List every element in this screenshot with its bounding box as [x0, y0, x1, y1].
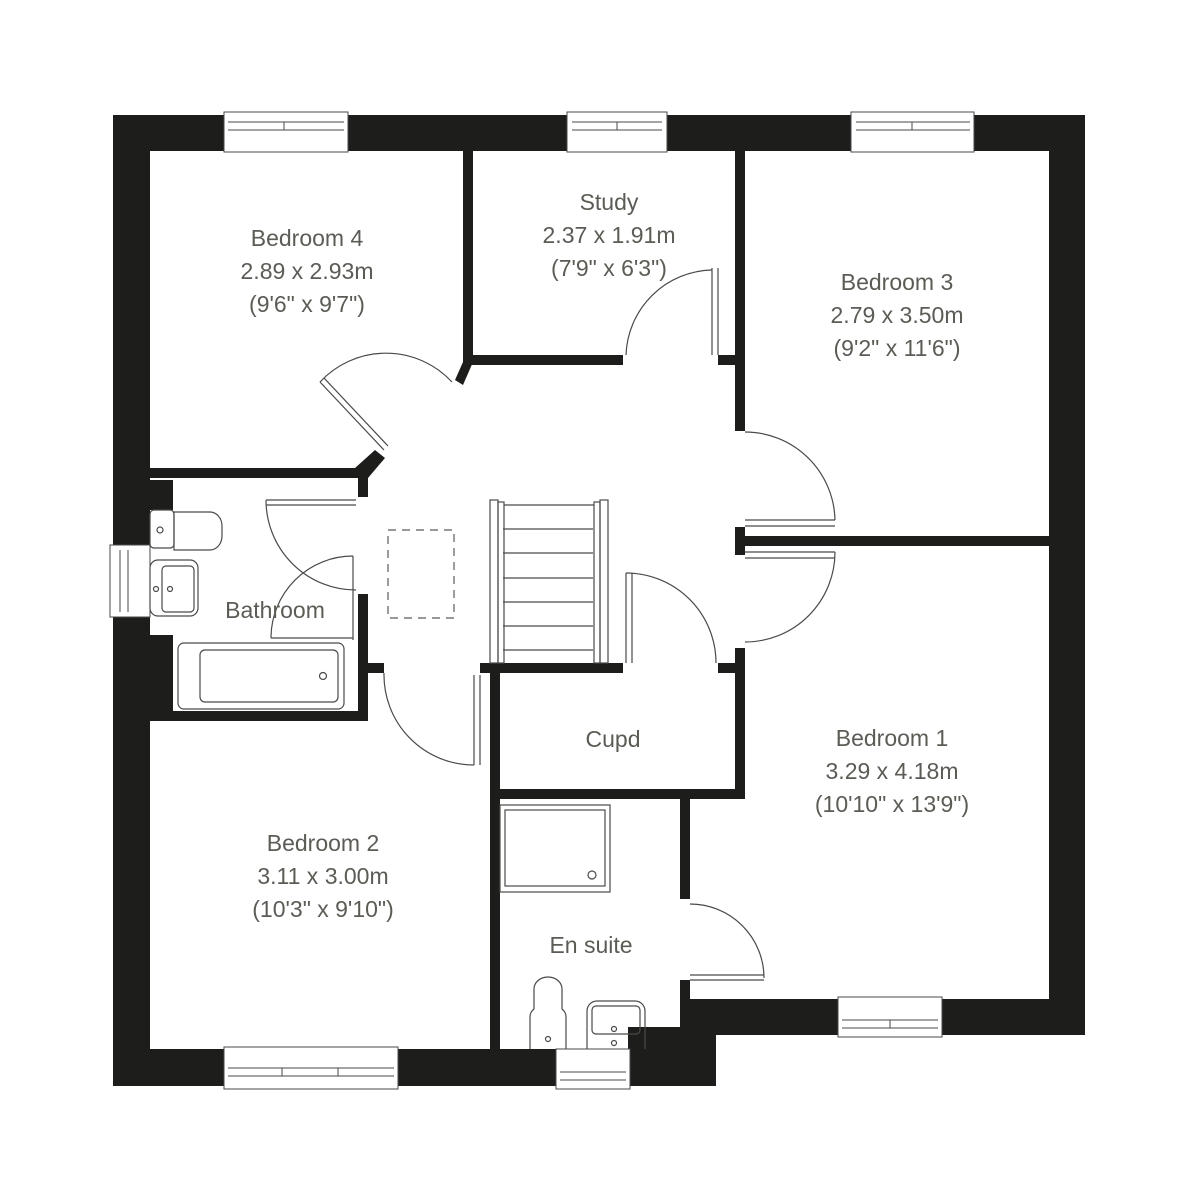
wall-step-b [680, 980, 690, 1030]
room-name: Study [579, 189, 639, 215]
room-name: Bedroom 3 [840, 269, 954, 295]
ensuite-fixtures [499, 804, 646, 1049]
basin-icon [586, 1000, 646, 1049]
room-imperial: (9'2" x 11'6") [833, 335, 961, 361]
outer-wall-left-bath-nib [113, 480, 173, 510]
room-label-bathroom: Bathroom [225, 594, 325, 627]
window-icon [850, 111, 975, 153]
wall-step-a [658, 1027, 688, 1047]
wall-cupd-right [735, 648, 745, 799]
wall-study-bottom [473, 355, 623, 365]
stairs-icon [489, 499, 609, 664]
wall-bed3-door-nib [735, 527, 745, 555]
window-icon [223, 1046, 399, 1090]
wall-bed4-study [463, 151, 473, 365]
room-name: Bedroom 4 [250, 225, 364, 251]
door-swing-icon[interactable] [689, 903, 765, 981]
shower-tray-icon [499, 804, 611, 893]
room-metric: 2.37 x 1.91m [542, 222, 676, 248]
wall-bath-nib [368, 663, 384, 673]
loft-hatch-icon [387, 529, 455, 619]
room-name: Cupd [585, 726, 641, 752]
door-swing-icon[interactable] [383, 672, 481, 766]
wall-bed4-bottom [150, 468, 362, 478]
window-icon [109, 544, 151, 618]
toilet-icon [149, 509, 223, 551]
windows [109, 111, 975, 1090]
room-metric: 3.11 x 3.00m [257, 863, 389, 889]
toilet-icon [529, 976, 567, 1049]
bath-icon [177, 642, 345, 710]
room-imperial: (9'6" x 9'7") [249, 291, 365, 317]
door-swing-icon[interactable] [625, 572, 717, 664]
wall-bed3-bottom [745, 536, 1049, 546]
room-metric: 2.89 x 2.93m [240, 258, 374, 284]
outer-wall-left-upper [113, 115, 150, 548]
door-swing-icon[interactable] [270, 555, 354, 640]
wall-ensuite-right [680, 799, 690, 899]
door-swing-icon[interactable] [744, 551, 836, 643]
room-name: En suite [549, 932, 633, 958]
wall-cupd-nib [718, 663, 735, 673]
room-metric: 2.79 x 3.50m [830, 302, 964, 328]
door-swing-icon[interactable] [744, 431, 836, 527]
wall-study-nib [718, 355, 735, 365]
wall-bath-bottom [150, 711, 368, 721]
wall-bath-right [358, 594, 368, 721]
door-swing-icon[interactable] [625, 268, 719, 356]
room-imperial: (10'10" x 13'9") [814, 791, 970, 817]
door-swing-icon[interactable] [265, 499, 357, 591]
doors [265, 268, 836, 981]
room-imperial: (7'9" x 6'3") [551, 255, 667, 281]
outer-wall-right [1049, 115, 1085, 1035]
room-label-study: Study 2.37 x 1.91m (7'9" x 6'3") [543, 186, 676, 285]
room-metric: 3.29 x 4.18m [825, 758, 959, 784]
basin-icon [149, 559, 199, 617]
room-label-bedroom-4: Bedroom 4 2.89 x 2.93m (9'6" x 9'7") [241, 222, 374, 321]
room-name: Bathroom [225, 597, 325, 623]
room-name: Bedroom 2 [266, 830, 380, 856]
door-swing-icon[interactable] [319, 352, 453, 451]
room-name: Bedroom 1 [835, 725, 949, 751]
wall-cupd-left [490, 663, 500, 1049]
room-imperial: (10'3" x 9'10") [252, 896, 394, 922]
window-icon [566, 111, 668, 153]
wall-cupd-bottom [490, 789, 745, 799]
room-label-cupd: Cupd [586, 723, 641, 756]
room-label-bedroom-2: Bedroom 2 3.11 x 3.00m (10'3" x 9'10") [252, 827, 393, 926]
wall-stairs-bottom [480, 663, 623, 673]
wall-bed4-corner [355, 450, 385, 497]
window-icon [555, 1048, 631, 1090]
bathroom-fixtures [149, 509, 345, 710]
room-label-en-suite: En suite [549, 929, 632, 962]
wall-bed4-diagonal [455, 362, 473, 385]
wall-study-bed3 [735, 151, 745, 431]
window-icon [223, 111, 349, 153]
room-label-bedroom-1: Bedroom 1 3.29 x 4.18m (10'10" x 13'9") [815, 722, 969, 821]
window-icon [837, 996, 943, 1038]
outer-wall-left-bath-nib2 [113, 635, 173, 720]
room-label-bedroom-3: Bedroom 3 2.79 x 3.50m (9'2" x 11'6") [831, 266, 964, 365]
